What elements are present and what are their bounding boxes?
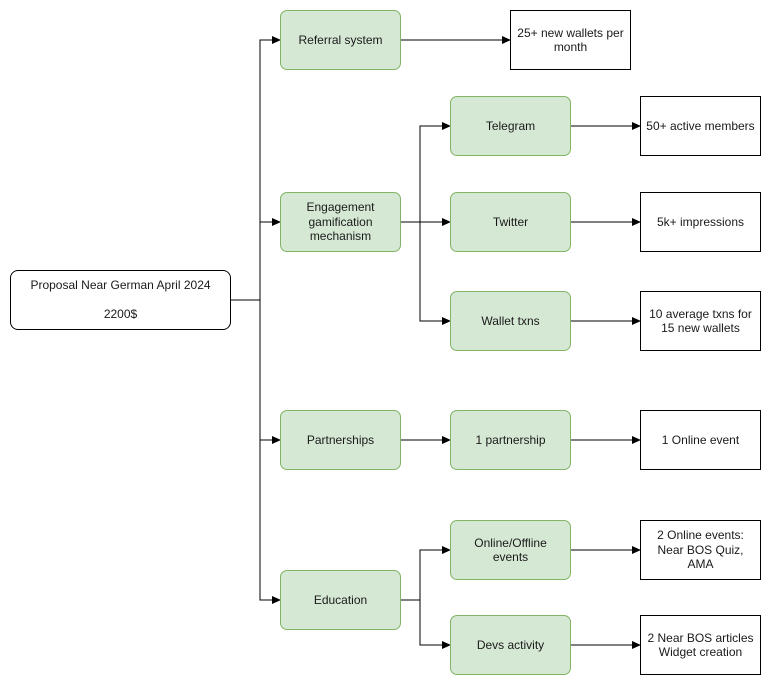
events-outcome-1: 2 Online events: bbox=[657, 528, 744, 543]
edge-root-engagement bbox=[231, 218, 281, 301]
referral-node: Referral system bbox=[280, 10, 401, 70]
partnership-label: 1 partnership bbox=[475, 432, 546, 447]
wallet-outcome: 10 average txns for 15 new wallets bbox=[640, 291, 761, 351]
engagement-label-3: mechanism bbox=[309, 229, 372, 244]
partnership-outcome-label: 1 Online event bbox=[661, 432, 740, 447]
edge-root-education bbox=[231, 299, 281, 604]
twitter-outcome-label: 5k+ impressions bbox=[656, 214, 745, 229]
wallet-txns-label: Wallet txns bbox=[481, 313, 540, 328]
root-node: Proposal Near German April 2024 2200$ bbox=[10, 270, 231, 330]
wallet-txns-node: Wallet txns bbox=[450, 291, 571, 351]
telegram-label: Telegram bbox=[485, 118, 536, 133]
edge-engagement-telegram bbox=[400, 122, 451, 223]
engagement-node: Engagement gamification mechanism bbox=[280, 192, 401, 252]
telegram-node: Telegram bbox=[450, 96, 571, 156]
partnerships-label: Partnerships bbox=[306, 432, 375, 447]
twitter-label: Twitter bbox=[492, 214, 529, 229]
wallet-outcome-2: 15 new wallets bbox=[661, 321, 740, 335]
devs-outcome-1: 2 Near BOS articles bbox=[647, 630, 754, 645]
edge-root-partnerships bbox=[231, 299, 281, 444]
events-node: Online/Offline events bbox=[450, 520, 571, 580]
referral-outcome: 25+ new wallets per month bbox=[510, 10, 631, 70]
edge-root-referral bbox=[231, 36, 281, 301]
devs-outcome-2: Widget creation bbox=[658, 645, 743, 659]
telegram-outcome: 50+ active members bbox=[640, 96, 761, 156]
telegram-outcome-label: 50+ active members bbox=[646, 118, 755, 133]
twitter-outcome: 5k+ impressions bbox=[640, 192, 761, 252]
devs-label: Devs activity bbox=[476, 637, 545, 652]
edge-engagement-wallet bbox=[400, 221, 451, 325]
root-budget: 2200$ bbox=[103, 307, 138, 322]
wallet-outcome-1: 10 average txns for bbox=[649, 306, 752, 321]
partnerships-node: Partnerships bbox=[280, 410, 401, 470]
partnership-node: 1 partnership bbox=[450, 410, 571, 470]
referral-outcome-1: 25+ new wallets per bbox=[517, 25, 624, 40]
events-outcome: 2 Online events: Near BOS Quiz, AMA bbox=[640, 520, 761, 580]
devs-node: Devs activity bbox=[450, 615, 571, 675]
devs-outcome: 2 Near BOS articles Widget creation bbox=[640, 615, 761, 675]
engagement-label-2: gamification bbox=[308, 214, 373, 229]
events-label: Online/Offline events bbox=[474, 535, 547, 565]
edge-education-events bbox=[400, 546, 451, 601]
education-label: Education bbox=[313, 592, 368, 607]
referral-label: Referral system bbox=[298, 32, 383, 47]
referral-outcome-2: month bbox=[553, 40, 588, 54]
twitter-node: Twitter bbox=[450, 192, 571, 252]
partnership-outcome: 1 Online event bbox=[640, 410, 761, 470]
events-outcome-2: Near BOS Quiz, AMA bbox=[657, 542, 744, 572]
root-title: Proposal Near German April 2024 bbox=[30, 278, 211, 293]
education-node: Education bbox=[280, 570, 401, 630]
edge-education-devs bbox=[400, 599, 451, 649]
engagement-label-1: Engagement bbox=[306, 200, 375, 215]
